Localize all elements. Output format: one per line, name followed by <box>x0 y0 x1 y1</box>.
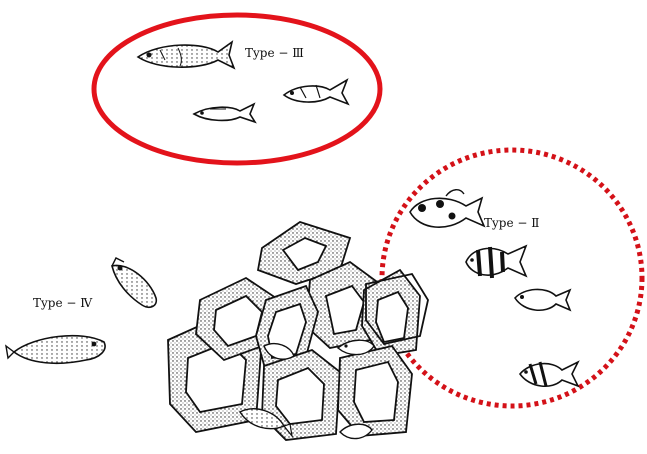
fish-icon <box>410 190 484 227</box>
fish-icon <box>340 424 372 438</box>
fish-icon <box>6 336 105 364</box>
type3-label: Type − Ⅲ <box>245 46 304 60</box>
type2-highlight-circle <box>382 150 642 406</box>
type2-label: Type − Ⅱ <box>484 216 539 230</box>
artificial-reef-icon <box>168 222 428 440</box>
fish-icon <box>520 362 578 386</box>
fish-icon <box>466 246 526 278</box>
fish-icon <box>515 289 570 310</box>
fish-icon <box>194 104 255 122</box>
type4-label: Type − Ⅳ <box>33 296 93 310</box>
fish-icon <box>112 258 156 307</box>
fish-icon <box>138 42 234 68</box>
fish-icon <box>284 80 348 104</box>
